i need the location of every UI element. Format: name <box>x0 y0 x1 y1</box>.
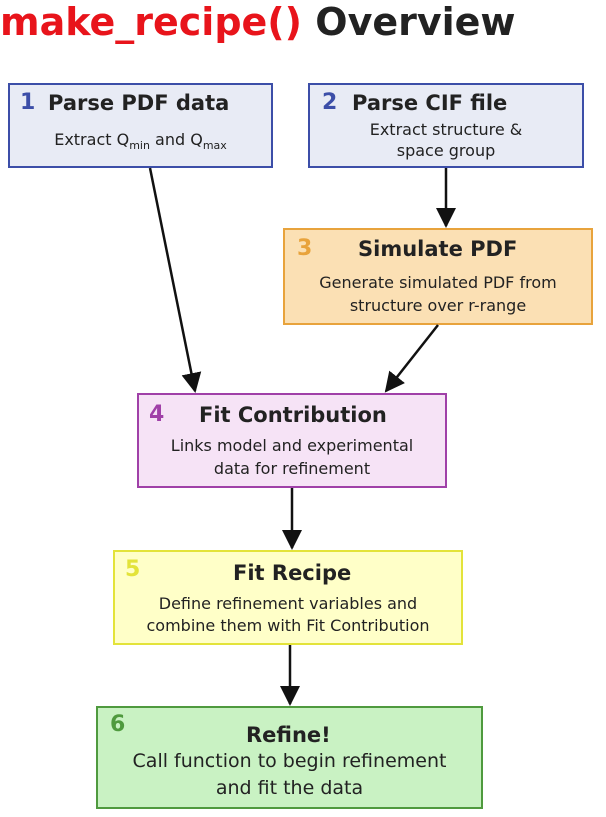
step-heading: Parse PDF data <box>48 91 230 115</box>
step-description-line-1: Call function to begin refinement <box>132 750 447 772</box>
step-number: 5 <box>125 557 141 582</box>
step-description-line-1: Generate simulated PDF from <box>319 273 557 292</box>
step-description-line-1: Extract structure & <box>369 120 523 139</box>
arrow-1-to-4 <box>148 167 202 393</box>
step-number: 4 <box>149 402 165 427</box>
step-description-line-2: data for refinement <box>213 459 371 478</box>
step-heading: Fit Contribution <box>199 403 387 427</box>
step-heading: Parse CIF file <box>352 91 508 115</box>
step-parse-cif-file: 2 Parse CIF file Extract structure & spa… <box>308 83 584 168</box>
step-description-line-2: space group <box>396 141 496 160</box>
step-simulate-pdf: 3 Simulate PDF Generate simulated PDF fr… <box>283 228 593 325</box>
step-heading: Refine! <box>246 723 331 747</box>
step-fit-contribution: 4 Fit Contribution Links model and exper… <box>137 393 447 488</box>
step-refine: 6 Refine! Call function to begin refinem… <box>96 706 483 809</box>
page-title: make_recipe() Overview <box>0 0 606 50</box>
step-heading: Fit Recipe <box>233 561 352 585</box>
step-number: 3 <box>297 236 313 261</box>
step-number: 2 <box>322 90 338 115</box>
step-number: 1 <box>20 90 36 115</box>
step-description: Extract Qmin and Qmax <box>54 130 227 153</box>
arrow-3-to-4 <box>384 324 439 393</box>
step-description-line-2: combine them with Fit Contribution <box>146 616 430 635</box>
step-heading: Simulate PDF <box>358 237 518 261</box>
step-parse-pdf-data: 1 Parse PDF data Extract Qmin and Qmax <box>8 83 273 168</box>
step-description-line-2: and fit the data <box>215 777 364 799</box>
step-description-line-1: Define refinement variables and <box>158 594 418 613</box>
title-function-name: make_recipe() <box>0 0 303 44</box>
step-description-line-1: Links model and experimental <box>170 436 414 455</box>
step-description-line-2: structure over r-range <box>349 296 527 315</box>
title-overview: Overview <box>315 0 516 44</box>
step-fit-recipe: 5 Fit Recipe Define refinement variables… <box>113 550 463 645</box>
step-number: 6 <box>110 712 126 737</box>
